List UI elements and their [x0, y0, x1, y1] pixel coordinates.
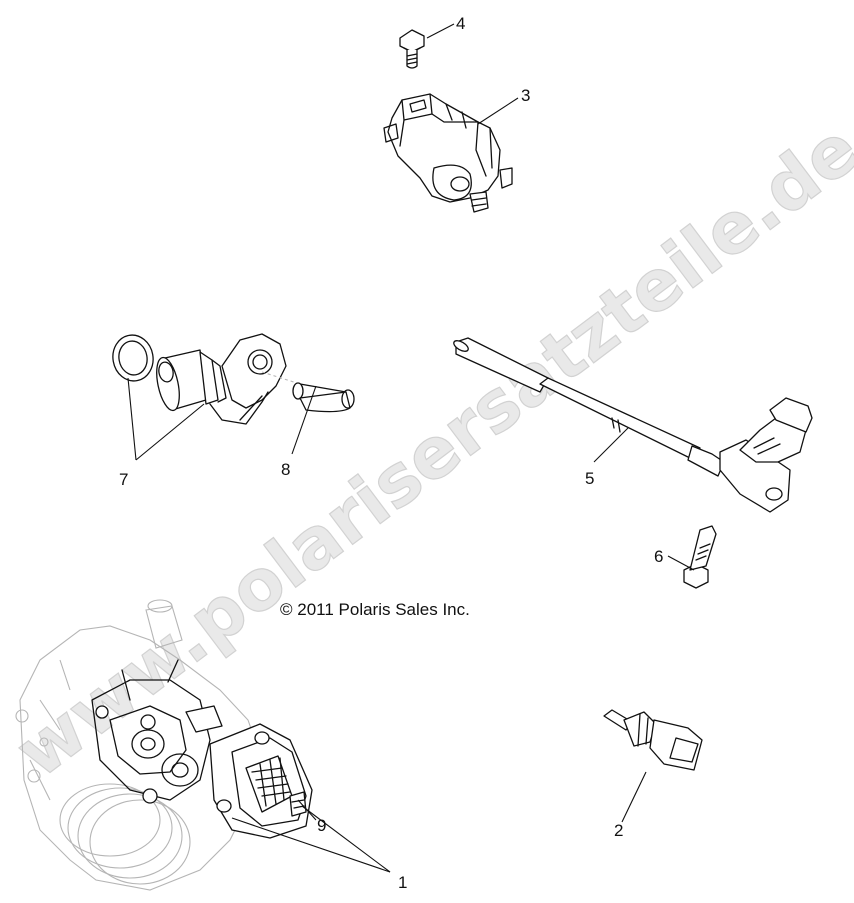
callout-2: 2	[614, 821, 623, 840]
callout-1: 1	[398, 873, 407, 892]
part-5-speed-sensor[interactable]	[452, 337, 813, 513]
part-2-temp-sensor[interactable]	[603, 709, 703, 771]
leader-lines	[127, 23, 695, 873]
part-3-map-sensor[interactable]	[383, 93, 513, 213]
part-6-bolt[interactable]	[683, 525, 717, 589]
callout-8: 8	[281, 460, 290, 479]
part-7-sensor[interactable]	[109, 332, 287, 425]
part-1-throttle-body[interactable]	[15, 599, 313, 891]
callout-9: 9	[317, 816, 326, 835]
part-4-bolt[interactable]	[399, 29, 425, 69]
callout-6: 6	[654, 547, 663, 566]
callout-5: 5	[585, 469, 594, 488]
callout-4: 4	[456, 14, 465, 33]
copyright-text: © 2011 Polaris Sales Inc.	[280, 600, 470, 619]
callout-7: 7	[119, 470, 128, 489]
callout-3: 3	[521, 86, 530, 105]
